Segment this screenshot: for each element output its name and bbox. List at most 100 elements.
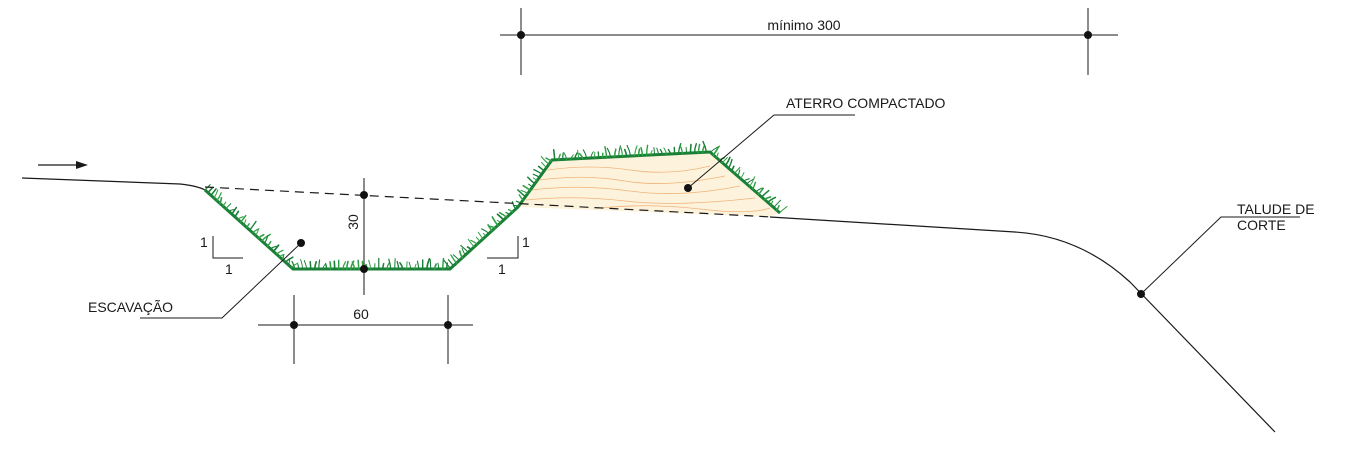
grass-blade [396,260,400,270]
grass-blade [763,196,772,201]
excavation-label: ESCAVAÇÃO [88,299,173,315]
grass-blade [724,156,731,167]
grass-blade [736,169,741,177]
leader-excavation: ESCAVAÇÃO [88,239,305,319]
grass-blade [496,213,505,221]
grass-blade [712,146,720,156]
grass-blade [563,152,568,160]
grass-blade [532,177,538,181]
grass-blade [243,219,247,226]
grass-blade [640,146,644,157]
grass-blade [231,206,238,215]
grass-blade [545,157,552,162]
grass-blade [482,232,487,237]
grass-blade [604,145,608,158]
dimension-bottom-width-60: 60 [258,295,473,364]
grass-blade [443,259,452,270]
grass-blade [533,168,543,175]
grass-blade [381,262,385,270]
grass-blade [541,161,548,168]
grass-blade [634,145,638,157]
grass-blade [528,183,534,188]
grass-blade [715,152,719,159]
grass-blade [433,263,437,270]
grass-blade [291,260,296,270]
leader-cut-slope: TALUDE DE CORTE [1137,201,1315,298]
grass-blade [773,199,782,209]
grass-blade [248,220,257,231]
grass-blade [222,201,227,207]
grass-blade [570,154,574,160]
grass-blade [324,263,328,270]
grass-blade [207,186,214,194]
cut-slope-label-line2: CORTE [1237,217,1286,233]
grass-blade [349,260,355,270]
slope-right-rise: 1 [522,234,530,250]
grass-blade [255,229,259,236]
grass-blade [740,172,745,180]
slope-indicator-left: 1 1 [200,234,243,277]
grass-blade [667,148,672,155]
grass-blade [620,147,624,157]
grass-blade [552,149,556,161]
grass-blade [689,143,692,154]
grass-blade [626,144,632,157]
grass-blade [318,259,321,270]
grass-blade [532,173,541,178]
slope-right-run: 1 [498,261,506,277]
grass-blade [693,142,698,154]
grass-blade [505,212,511,216]
grass-blade [755,187,763,193]
grass-blade [779,206,788,214]
grass-blade [527,176,536,185]
grass-blade [515,200,522,204]
ground-line-left [21,177,206,191]
fill-texture [525,165,771,213]
grass-blade [251,228,260,234]
grass-blade [386,262,390,270]
grass-blade [233,210,240,218]
grass-blade [775,204,780,211]
grass-blade [540,155,550,165]
grass-blade [481,228,490,235]
grass-blade [475,236,481,243]
grass-blade [394,258,396,270]
cut-slope-label-line1: TALUDE DE [1237,201,1315,217]
grass-blade [399,261,404,270]
grass-blade [303,260,308,270]
grass-blade [558,153,561,161]
grass-blade [266,240,272,247]
slope-left-rise: 1 [200,234,208,250]
grass-blade [429,258,432,270]
grass-blade [618,145,621,158]
dimension-minimum-300: mínimo 300 [500,8,1118,75]
grass-blades [204,140,788,270]
grass-blade [345,260,349,270]
grass-blade [697,143,701,154]
grass-blade [517,189,527,198]
grass-blade [477,231,484,240]
grass-blade [322,264,326,270]
grass-blade [239,214,247,223]
fill-area [518,152,780,217]
grass-blade [416,260,420,270]
grass-blade [702,140,708,153]
grass-blade [414,263,417,270]
grass-blade [512,204,519,207]
arrow-right-icon [38,161,88,169]
dimension-minimum-300-label: mínimo 300 [767,17,840,33]
grass-blade [309,260,312,270]
ground-line-right [769,216,1276,433]
grass-blade [578,152,584,160]
grass-blade [313,260,318,270]
grass-blade [562,152,564,161]
grass-blade [290,262,299,269]
grass-blade [645,144,649,156]
grass-blade [582,149,588,159]
grass-blade [437,262,440,270]
grass-blade [284,256,294,263]
grass-blade [659,148,664,156]
grass-blade [760,189,770,198]
grass-blade [742,178,750,182]
